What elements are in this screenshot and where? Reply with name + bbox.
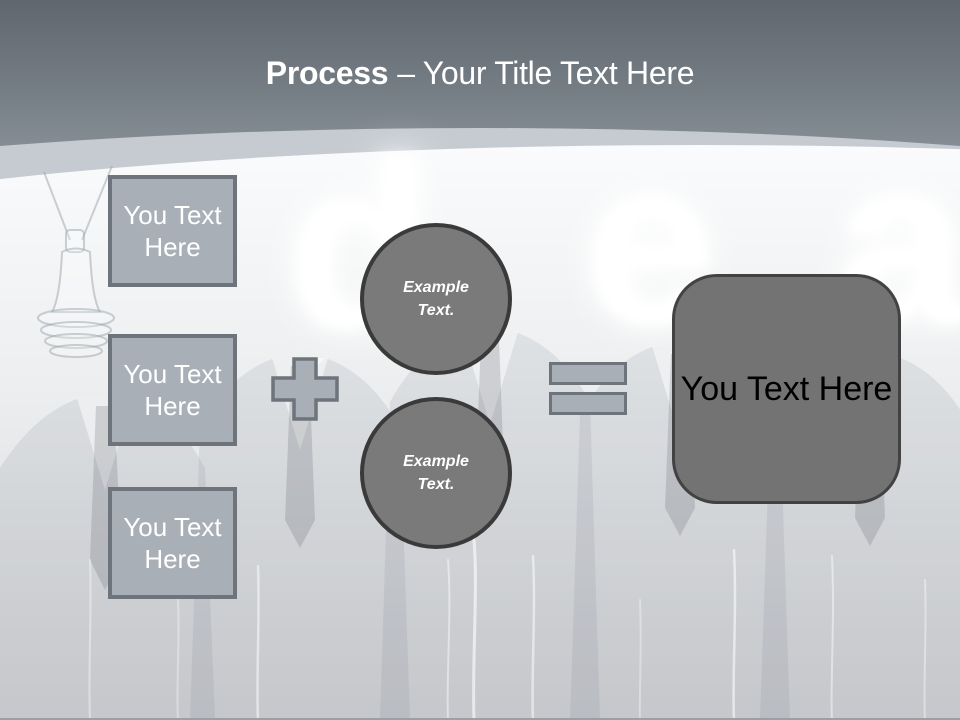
text-box-1[interactable]: You Text Here — [108, 175, 237, 287]
text-box-1-label: You Text Here — [123, 200, 222, 262]
example-circle-1-label: Example Text. — [403, 279, 469, 319]
plus-shape[interactable] — [271, 357, 339, 426]
equals-bar-bottom — [549, 392, 627, 415]
result-box[interactable]: You Text Here — [672, 274, 901, 504]
equals-shape[interactable] — [549, 362, 627, 415]
text-box-2[interactable]: You Text Here — [108, 334, 237, 446]
equals-bar-top — [549, 362, 627, 385]
text-box-2-label: You Text Here — [123, 359, 222, 421]
example-circle-1[interactable]: Example Text. — [360, 223, 512, 375]
plus-icon — [271, 357, 339, 421]
title-keyword: Process — [265, 55, 389, 91]
slide-bottom-edge — [0, 718, 960, 720]
example-circle-2-label: Example Text. — [403, 453, 469, 493]
example-circle-2[interactable]: Example Text. — [360, 397, 512, 549]
result-box-label: You Text Here — [680, 369, 893, 408]
slide-title[interactable]: Process– Your Title Text Here — [0, 54, 960, 92]
title-subtitle: – Your Title Text Here — [397, 55, 695, 91]
lightbulb-man-graphic — [37, 165, 115, 358]
text-box-3[interactable]: You Text Here — [108, 487, 237, 599]
text-box-3-label: You Text Here — [123, 512, 222, 574]
